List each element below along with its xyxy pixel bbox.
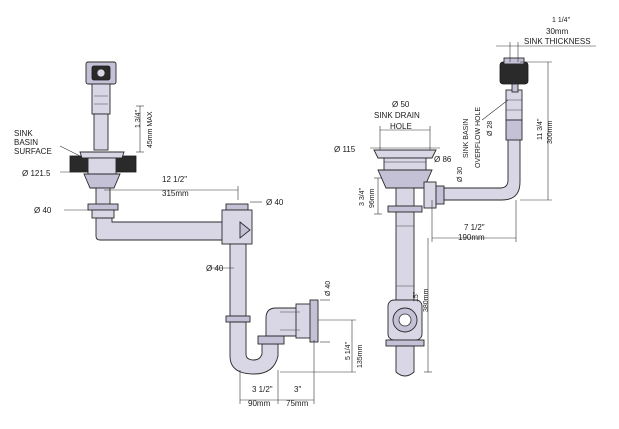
label-dia-40-mid: Ø 40 (206, 264, 224, 273)
label-width1-mm: 90mm (248, 399, 271, 408)
label-reach-frac: 7 1/2" (464, 223, 485, 232)
label-dia-121: Ø 121.5 (22, 169, 51, 178)
nut (87, 203, 119, 211)
label-sink: SINK (14, 129, 33, 138)
horizontal-drain (95, 217, 229, 241)
label-sink-drain: SINK DRAIN (374, 111, 420, 120)
left-view: SINK BASIN SURFACE Ø 121.5 Ø 40 1 3/4" 4… (14, 61, 364, 408)
right-view: Ø 50 SINK DRAIN HOLE Ø 115 Ø 86 Ø 30 SIN… (334, 17, 596, 377)
label-hole: HOLE (390, 122, 412, 131)
label-dia-40-outlet: Ø 40 (325, 281, 332, 296)
label-dia-30: Ø 30 (457, 167, 464, 182)
overflow-head (499, 61, 529, 85)
downpipe (229, 243, 247, 317)
label-sink-thickness: SINK THICKNESS (524, 37, 591, 46)
drain-flange (373, 149, 437, 159)
label-height-overflow-mm: 300mm (547, 120, 554, 144)
label-height-frac: 1 3/4" (135, 109, 142, 128)
label-dia-40-left: Ø 40 (34, 206, 52, 215)
label-offset-frac: 12 1/2" (162, 175, 187, 184)
label-height-380-mm: 380mm (423, 288, 430, 312)
trap-outlet (265, 307, 305, 337)
label-height-mm: 45mm MAX (147, 111, 154, 148)
label-width1-frac: 3 1/2" (252, 385, 273, 394)
stem-upper (91, 83, 111, 115)
label-dia-40-top: Ø 40 (266, 198, 284, 207)
label-height-96-mm: 96mm (369, 188, 376, 208)
label-dia-50: Ø 50 (392, 100, 410, 109)
label-dia-28: Ø 28 (487, 121, 494, 136)
label-basin: BASIN (14, 138, 38, 147)
label-surface: SURFACE (14, 147, 52, 156)
label-trap-frac: 5 1/4" (345, 341, 352, 360)
label-thickness-mm: 30mm (546, 27, 569, 36)
stem-lower (93, 113, 109, 151)
label-overflow-hole: OVERFLOW HOLE (475, 107, 482, 168)
label-sink-basin: SINK BASIN (463, 119, 470, 158)
label-height-overflow-frac: 11 3/4" (537, 118, 544, 140)
label-width2-frac: 3" (294, 385, 301, 394)
strainer-body (83, 173, 121, 189)
trap-bottom (395, 345, 415, 377)
label-offset-mm: 315mm (162, 189, 189, 198)
label-thickness-frac: 1 1/4" (552, 17, 571, 24)
label-height-380-frac: 15" (413, 291, 420, 302)
overflow-connector (423, 181, 437, 209)
label-dia-115: Ø 115 (334, 145, 356, 154)
label-trap-mm: 135mm (357, 344, 364, 368)
label-width2-mm: 75mm (286, 399, 309, 408)
tee-cap (225, 203, 249, 211)
label-dia-86: Ø 86 (434, 155, 452, 164)
tee-body (221, 209, 253, 245)
outlet-flange (309, 299, 319, 343)
label-reach-mm: 190mm (458, 233, 485, 242)
strainer-flange (79, 151, 125, 159)
label-height-96-frac: 3 3/4" (359, 187, 366, 206)
